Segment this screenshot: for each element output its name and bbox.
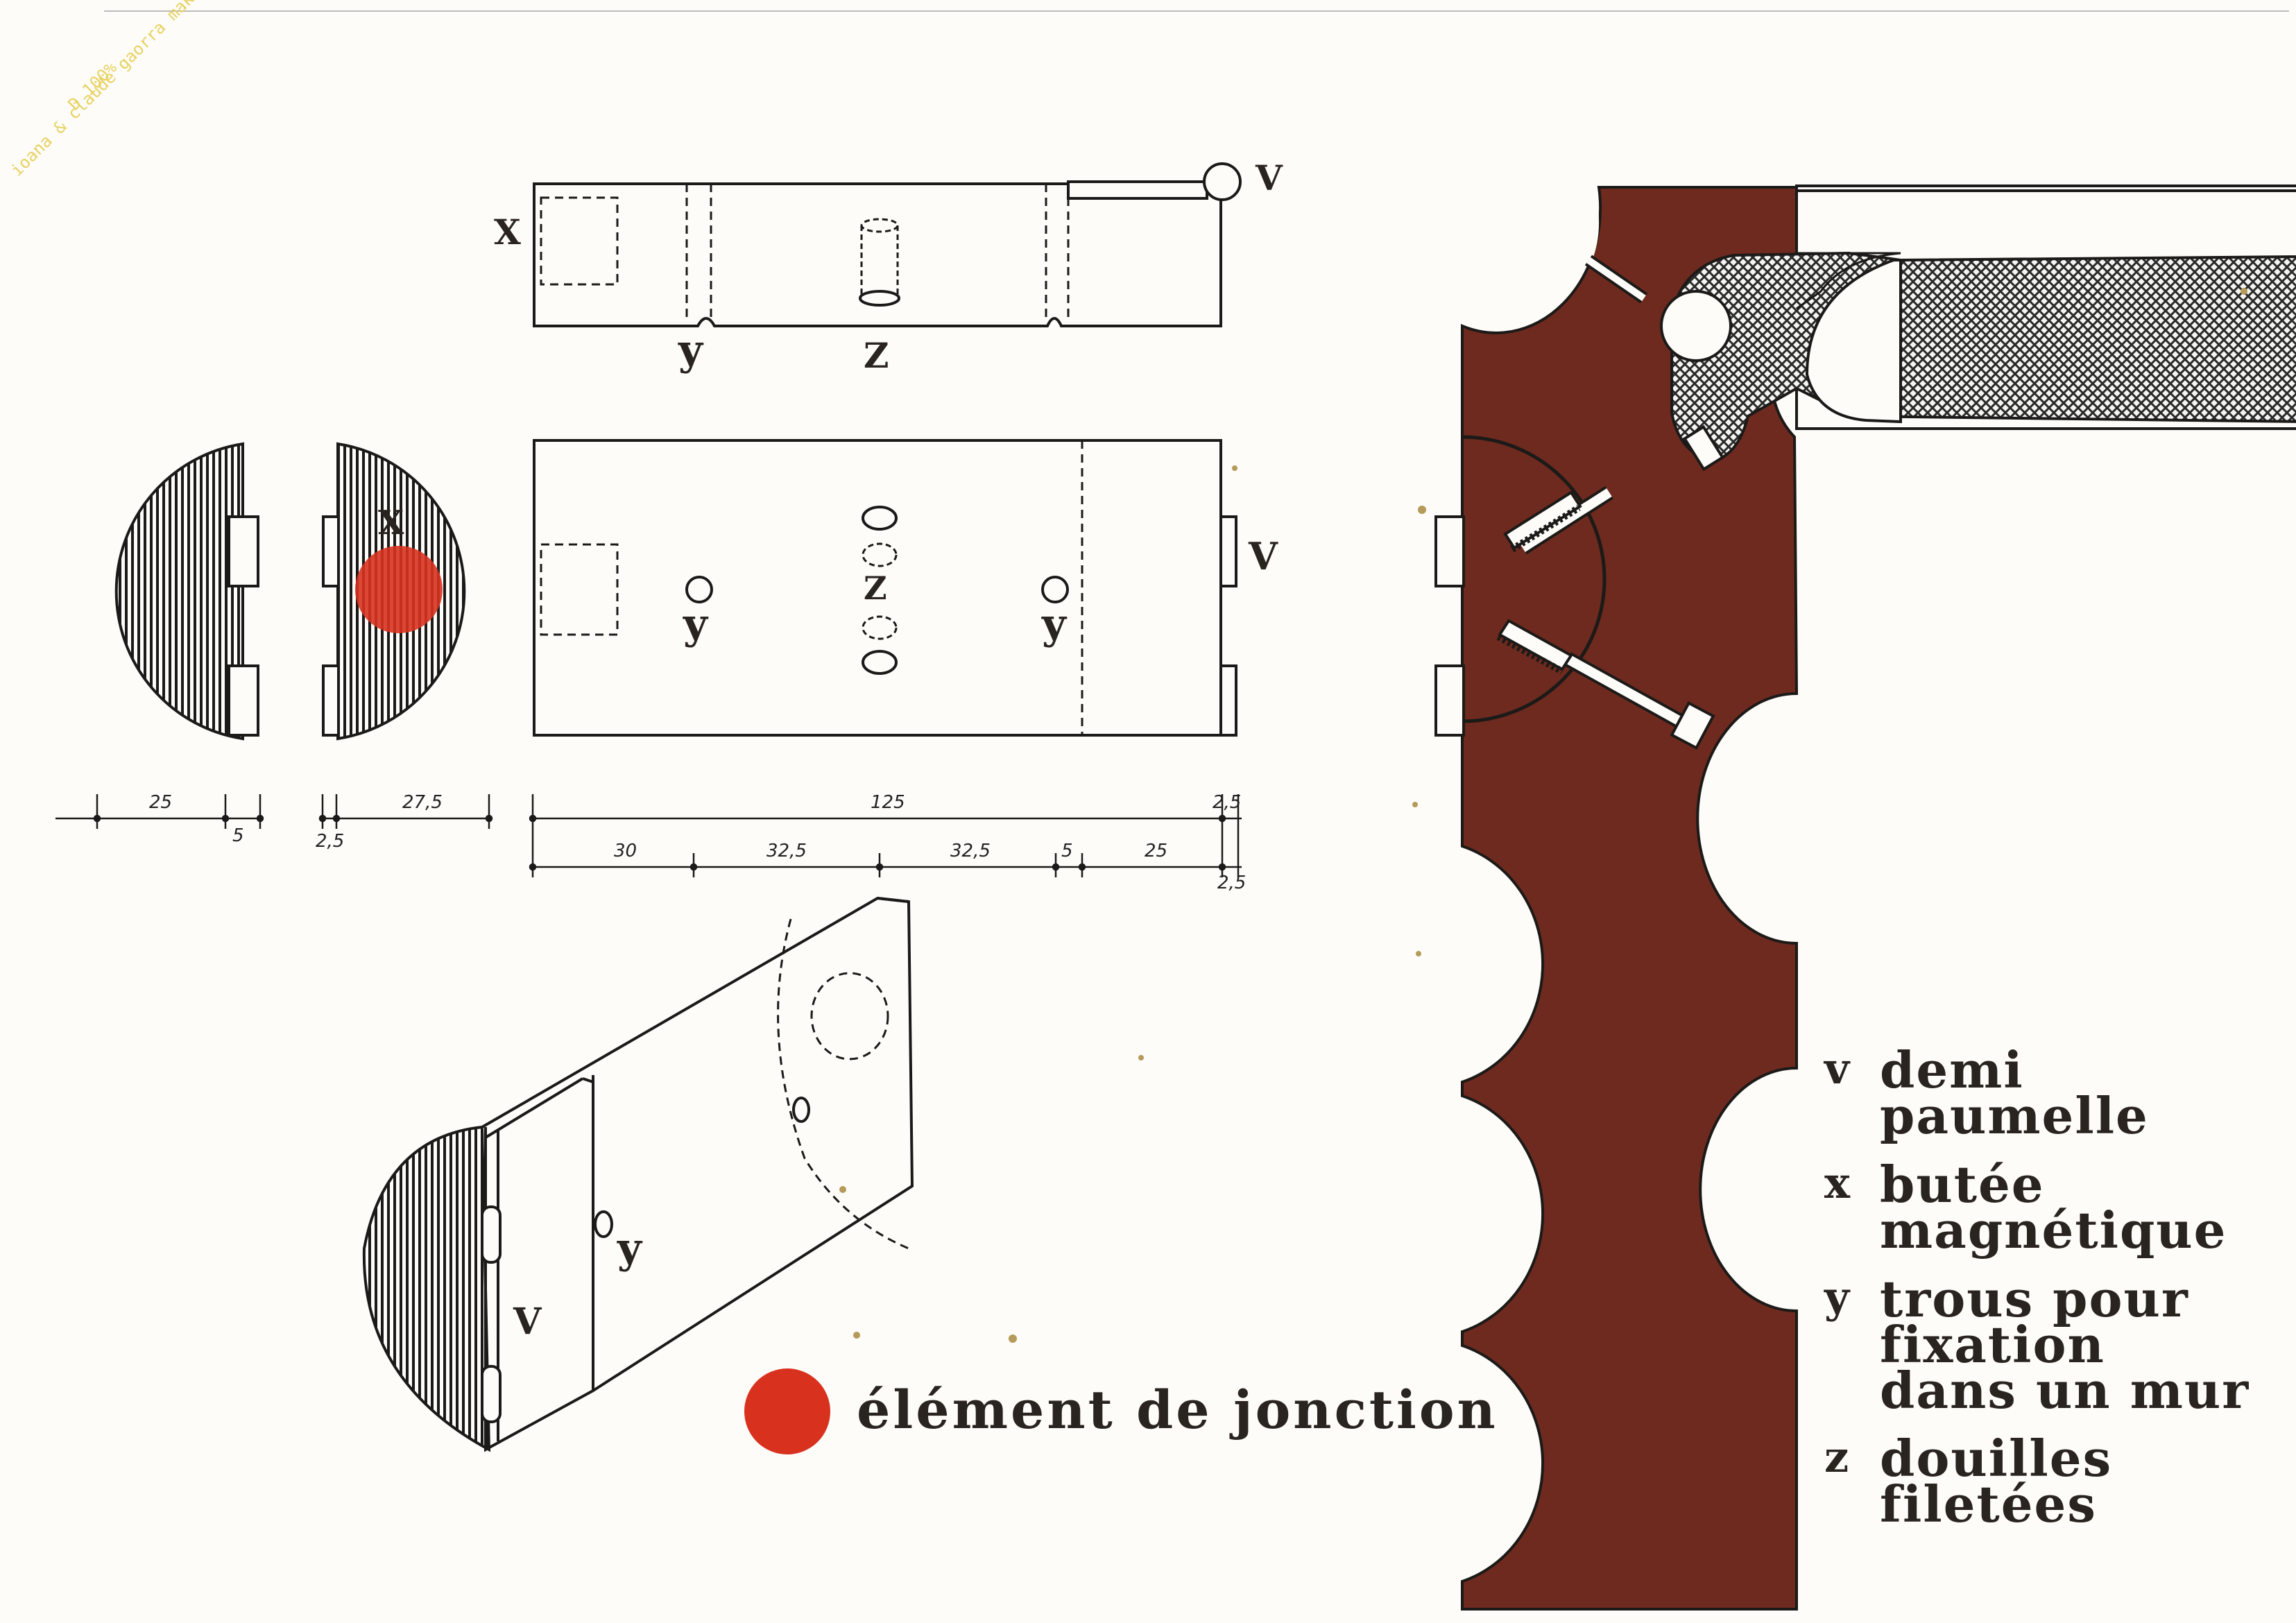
dim-seg-3: 32,5 [950, 841, 991, 861]
red-marker-dot [355, 546, 443, 633]
dim-side-a: 25 [149, 792, 173, 813]
top-hinge-knuckle [1203, 162, 1242, 201]
legend-letter: v [1824, 1043, 1850, 1094]
dim-seg-4: 5 [1061, 841, 1073, 861]
paper-specks [839, 288, 2247, 1343]
dim-seg-2: 32,5 [766, 841, 807, 861]
legend-text: demi paumelle [1880, 1040, 2149, 1145]
label-top-y: y [678, 326, 703, 375]
legend-text: douilles filetées [1880, 1429, 2113, 1534]
dim-seg-1: 30 [614, 841, 637, 861]
label-top-v: V [1256, 157, 1283, 198]
iso-knuckle-bottom [481, 1365, 502, 1423]
hinge-arc [1462, 435, 1607, 723]
frame-white-bar [1584, 184, 2296, 463]
dim-side-b: 5 [232, 825, 244, 846]
legend-text: butée magnétique [1880, 1155, 2227, 1260]
brown-frame [1461, 186, 1799, 1611]
label-front-v: V [1249, 534, 1278, 578]
dimension-lines [55, 794, 1242, 877]
caption-title: élément de jonction [857, 1379, 1498, 1441]
label-iso-y: y [617, 1224, 642, 1273]
label-iso-v: V [513, 1300, 542, 1343]
top-hinge-leaf [1067, 180, 1208, 200]
label-front-y-right: y [1042, 600, 1066, 649]
front-hole-left [685, 576, 713, 603]
legend-letter: y [1824, 1272, 1850, 1323]
isometric-view [362, 896, 914, 1452]
dim-total-end: 2,5 [1213, 792, 1242, 813]
front-hole-right [1041, 576, 1069, 603]
dim-total: 125 [871, 792, 905, 813]
iso-knuckle-top [481, 1205, 502, 1264]
dim-seg-end: 2,5 [1217, 873, 1246, 893]
dim-side-d: 27,5 [402, 792, 443, 813]
dim-side-c: 2,5 [316, 831, 345, 852]
top-socket [859, 218, 900, 307]
label-front-z: Z [864, 569, 887, 607]
label-front-x: X [378, 504, 404, 542]
top-magnet-outline [540, 196, 619, 286]
label-front-y-left: y [683, 600, 708, 649]
label-top-z: Z [864, 335, 889, 376]
label-top-x: X [494, 212, 521, 252]
legend-letter: z [1824, 1432, 1849, 1482]
side-view-left [114, 442, 259, 741]
legend-text: trous pour fixation dans un mur [1880, 1269, 2250, 1420]
caption-red-dot [744, 1368, 830, 1454]
frame-hinge-leaves [1434, 515, 1465, 737]
frame-screws [1496, 424, 1725, 750]
side-view-right [322, 442, 466, 741]
legend-letter: x [1824, 1158, 1850, 1208]
top-view [533, 162, 1242, 327]
front-view [533, 439, 1237, 737]
dim-seg-5: 25 [1145, 841, 1168, 861]
